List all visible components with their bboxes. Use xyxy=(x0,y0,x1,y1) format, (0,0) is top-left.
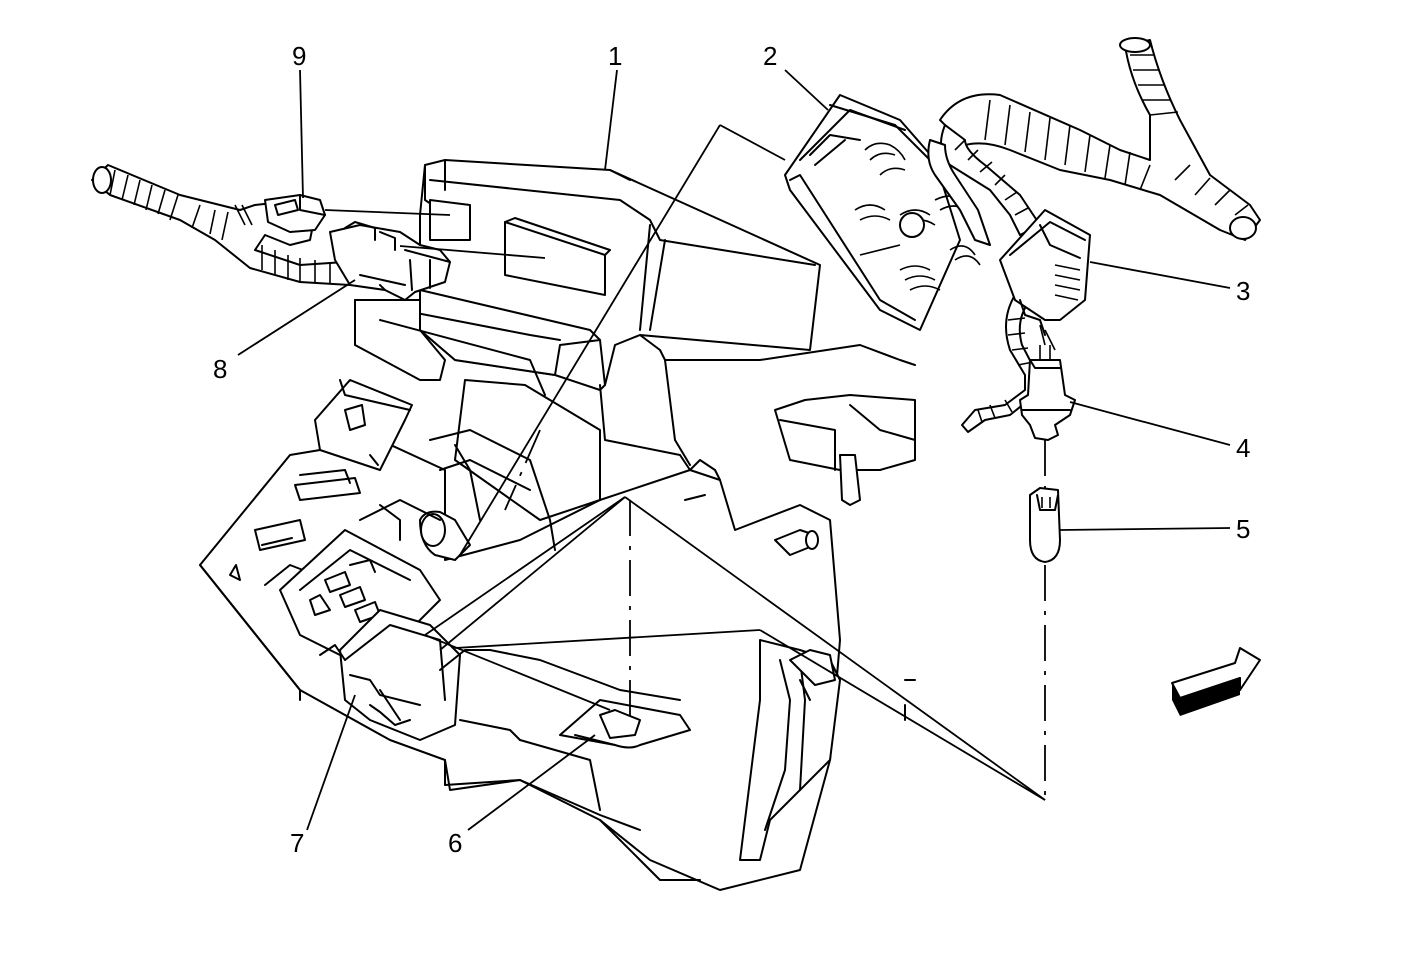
callout-7: 7 xyxy=(290,828,304,858)
wire-harness-right xyxy=(927,37,1261,433)
callout-9: 9 xyxy=(292,41,306,71)
bulb-5 xyxy=(1029,487,1061,563)
callout-5: 5 xyxy=(1236,514,1250,544)
front-direction-arrow-icon xyxy=(1171,647,1261,716)
callout-1: 1 xyxy=(608,41,622,71)
callout-6: 6 xyxy=(448,828,462,858)
callout-4: 4 xyxy=(1236,433,1250,463)
callout-labels: 1 2 3 4 5 6 7 8 9 xyxy=(213,41,1250,858)
explode-lines xyxy=(424,124,1046,801)
callout-2: 2 xyxy=(763,41,777,71)
connector-block-2 xyxy=(784,94,981,331)
callout-leaders xyxy=(237,69,1231,831)
main-housing-assembly xyxy=(199,159,916,891)
bulb-socket-4 xyxy=(1019,345,1076,441)
wire-harness-left xyxy=(91,164,546,301)
callout-3: 3 xyxy=(1236,276,1250,306)
connector-3 xyxy=(999,209,1091,351)
callout-8: 8 xyxy=(213,354,227,384)
bracket-plate-6 xyxy=(559,699,691,749)
